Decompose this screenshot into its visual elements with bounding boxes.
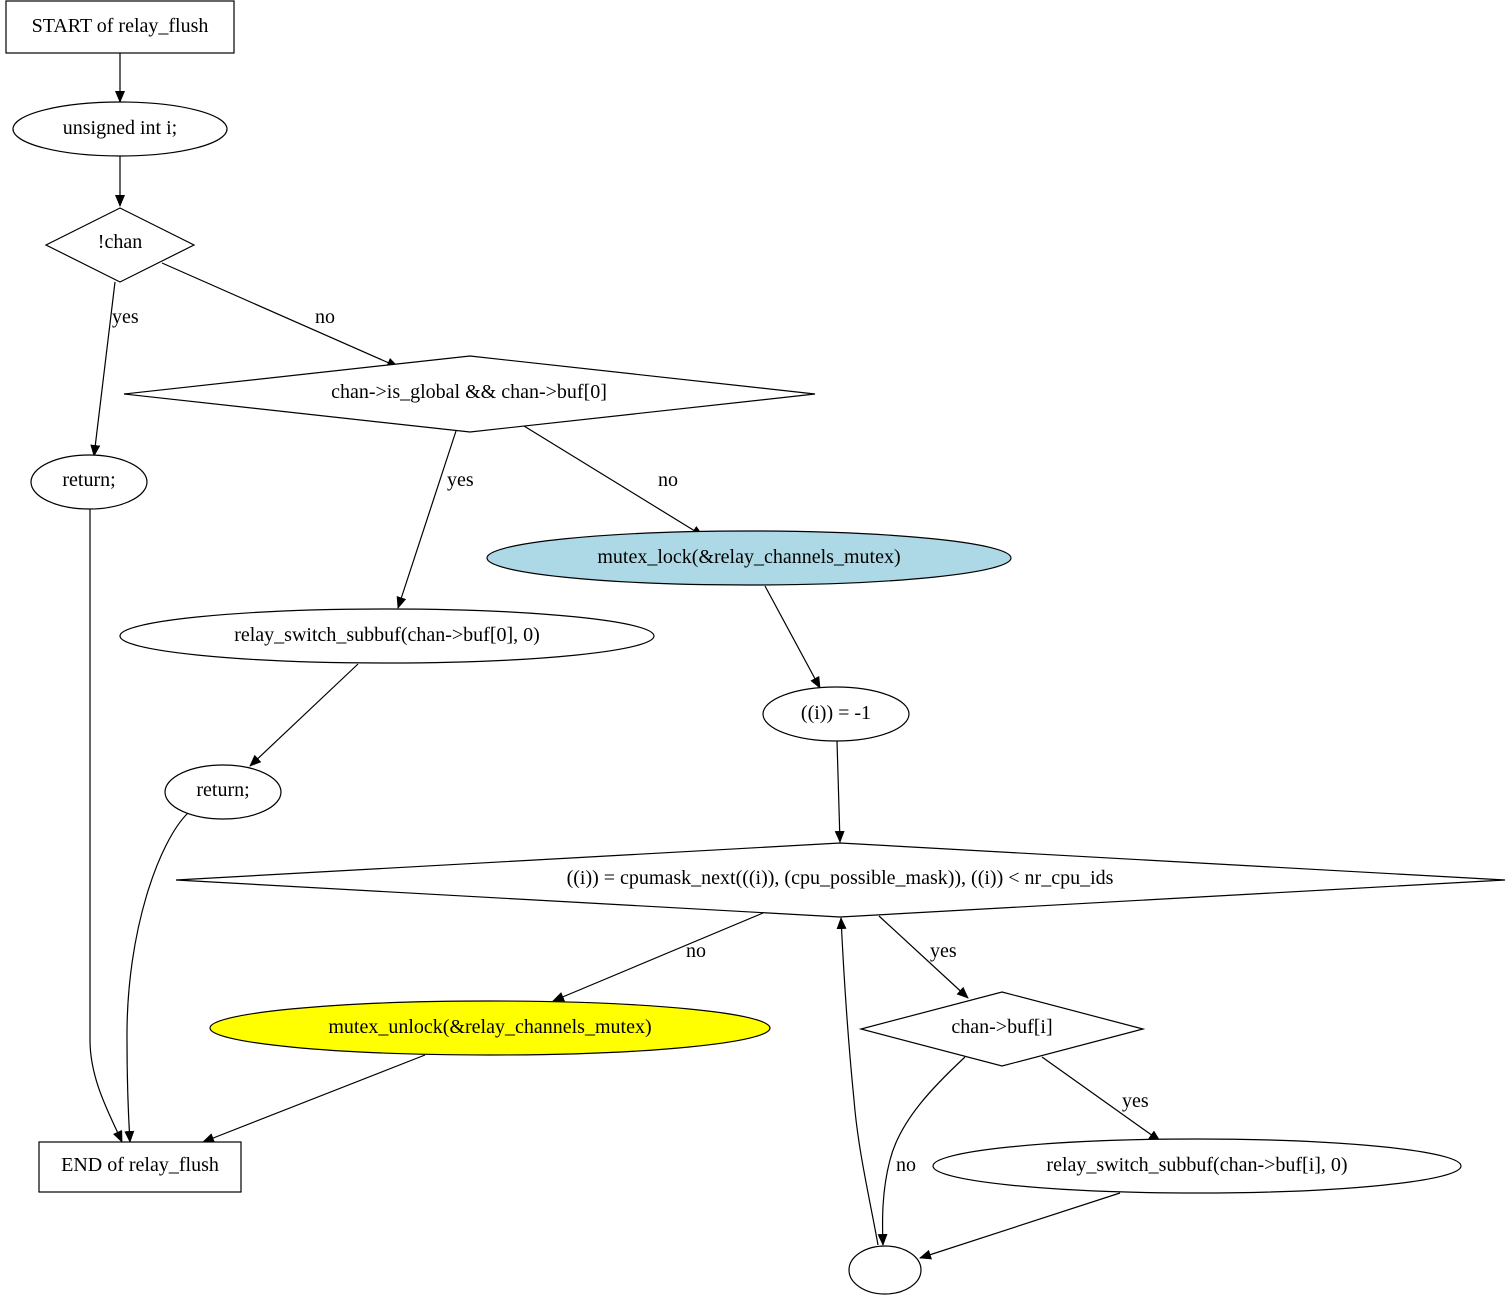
edge-lock-to-init: [764, 585, 821, 689]
return-1-node-shape: [30, 454, 148, 510]
edge-global-no: [523, 425, 704, 537]
decl-i-node-label: unsigned int i;: [63, 117, 177, 139]
edge-join-to-loop: [836, 917, 879, 1246]
return-2-node: return;: [164, 764, 282, 820]
join-node-shape: [848, 1245, 922, 1295]
edge-init-to-loop: [834, 740, 845, 843]
edge-return1-to-end: [89, 508, 123, 1143]
edge-unlock-to-end: [202, 1054, 426, 1143]
edge-label-loop-no: no: [686, 940, 706, 962]
switch-buf0-node-shape: [119, 608, 655, 664]
start-node: START of relay_flush: [5, 0, 235, 54]
cond-chan-node-label: !chan: [98, 231, 142, 253]
end-node-box: [38, 1141, 242, 1193]
edge-bufi-yes: [1041, 1056, 1161, 1142]
edge-label-chan-no: no: [315, 306, 335, 328]
edge-loop-yes: [878, 915, 969, 999]
edge-global-yes: [396, 430, 457, 609]
cond-bufi-node-label: chan->buf[i]: [951, 1016, 1052, 1038]
edge-label-loop-yes: yes: [930, 940, 957, 962]
switch-bufi-node-label: relay_switch_subbuf(chan->buf[i], 0): [1046, 1154, 1347, 1176]
loop-cond-node-label: ((i)) = cpumask_next(((i)), (cpu_possibl…: [567, 867, 1114, 889]
edge-chan-yes: [90, 281, 116, 457]
edge-labels: yes no yes no no yes yes no: [112, 306, 1149, 1176]
return-2-node-label: return;: [196, 779, 249, 801]
switch-buf0-node-label: relay_switch_subbuf(chan->buf[0], 0): [234, 624, 540, 646]
init-i-node-shape: [762, 686, 910, 742]
edge-loop-no: [552, 912, 764, 1002]
return-1-node: return;: [30, 454, 148, 510]
edge-bufi-no: [877, 1056, 966, 1246]
start-node-box: [5, 0, 235, 54]
start-node-label: START of relay_flush: [32, 15, 209, 37]
edges: [89, 53, 1161, 1260]
switch-bufi-node-shape: [932, 1138, 1462, 1194]
edge-label-global-no: no: [658, 469, 678, 491]
loop-cond-node: ((i)) = cpumask_next(((i)), (cpu_possibl…: [175, 842, 1506, 918]
nodes: START of relay_flush unsigned int i; !ch…: [5, 0, 1506, 1295]
join-node: [848, 1245, 922, 1295]
mutex-unlock-node-shape: [209, 1000, 771, 1056]
edge-label-bufi-no: no: [896, 1154, 916, 1176]
switch-bufi-node: relay_switch_subbuf(chan->buf[i], 0): [932, 1138, 1462, 1194]
edge-label-chan-yes: yes: [112, 306, 139, 328]
mutex-unlock-node: mutex_unlock(&relay_channels_mutex): [209, 1000, 771, 1056]
decl-i-node: unsigned int i;: [12, 101, 228, 157]
end-node-label: END of relay_flush: [61, 1154, 219, 1176]
edge-return2-to-end: [124, 812, 189, 1143]
switch-buf0-node: relay_switch_subbuf(chan->buf[0], 0): [119, 608, 655, 664]
edge-label-bufi-yes: yes: [1122, 1090, 1149, 1112]
mutex-lock-node-label: mutex_lock(&relay_channels_mutex): [597, 546, 900, 568]
edge-switch0-to-return2: [249, 663, 359, 767]
edge-label-global-yes: yes: [447, 469, 474, 491]
init-i-node: ((i)) = -1: [762, 686, 910, 742]
loop-cond-node-shape: [175, 842, 1506, 918]
return-1-node-label: return;: [62, 469, 115, 491]
edge-chan-no: [161, 262, 399, 368]
cond-global-node: chan->is_global && chan->buf[0]: [123, 355, 816, 433]
edge-switchi-to-join: [919, 1192, 1121, 1260]
cond-bufi-node-shape: [858, 991, 1146, 1067]
mutex-unlock-node-label: mutex_unlock(&relay_channels_mutex): [328, 1016, 651, 1038]
mutex-lock-node-shape: [486, 530, 1012, 586]
mutex-lock-node: mutex_lock(&relay_channels_mutex): [486, 530, 1012, 586]
cond-global-node-shape: [123, 355, 816, 433]
return-2-node-shape: [164, 764, 282, 820]
cond-chan-node-shape: [44, 207, 196, 283]
cond-global-node-label: chan->is_global && chan->buf[0]: [331, 381, 607, 403]
cond-bufi-node: chan->buf[i]: [858, 991, 1146, 1067]
decl-i-node-shape: [12, 101, 228, 157]
init-i-node-label: ((i)) = -1: [801, 702, 871, 724]
end-node: END of relay_flush: [38, 1141, 242, 1193]
cond-chan-node: !chan: [44, 207, 196, 283]
